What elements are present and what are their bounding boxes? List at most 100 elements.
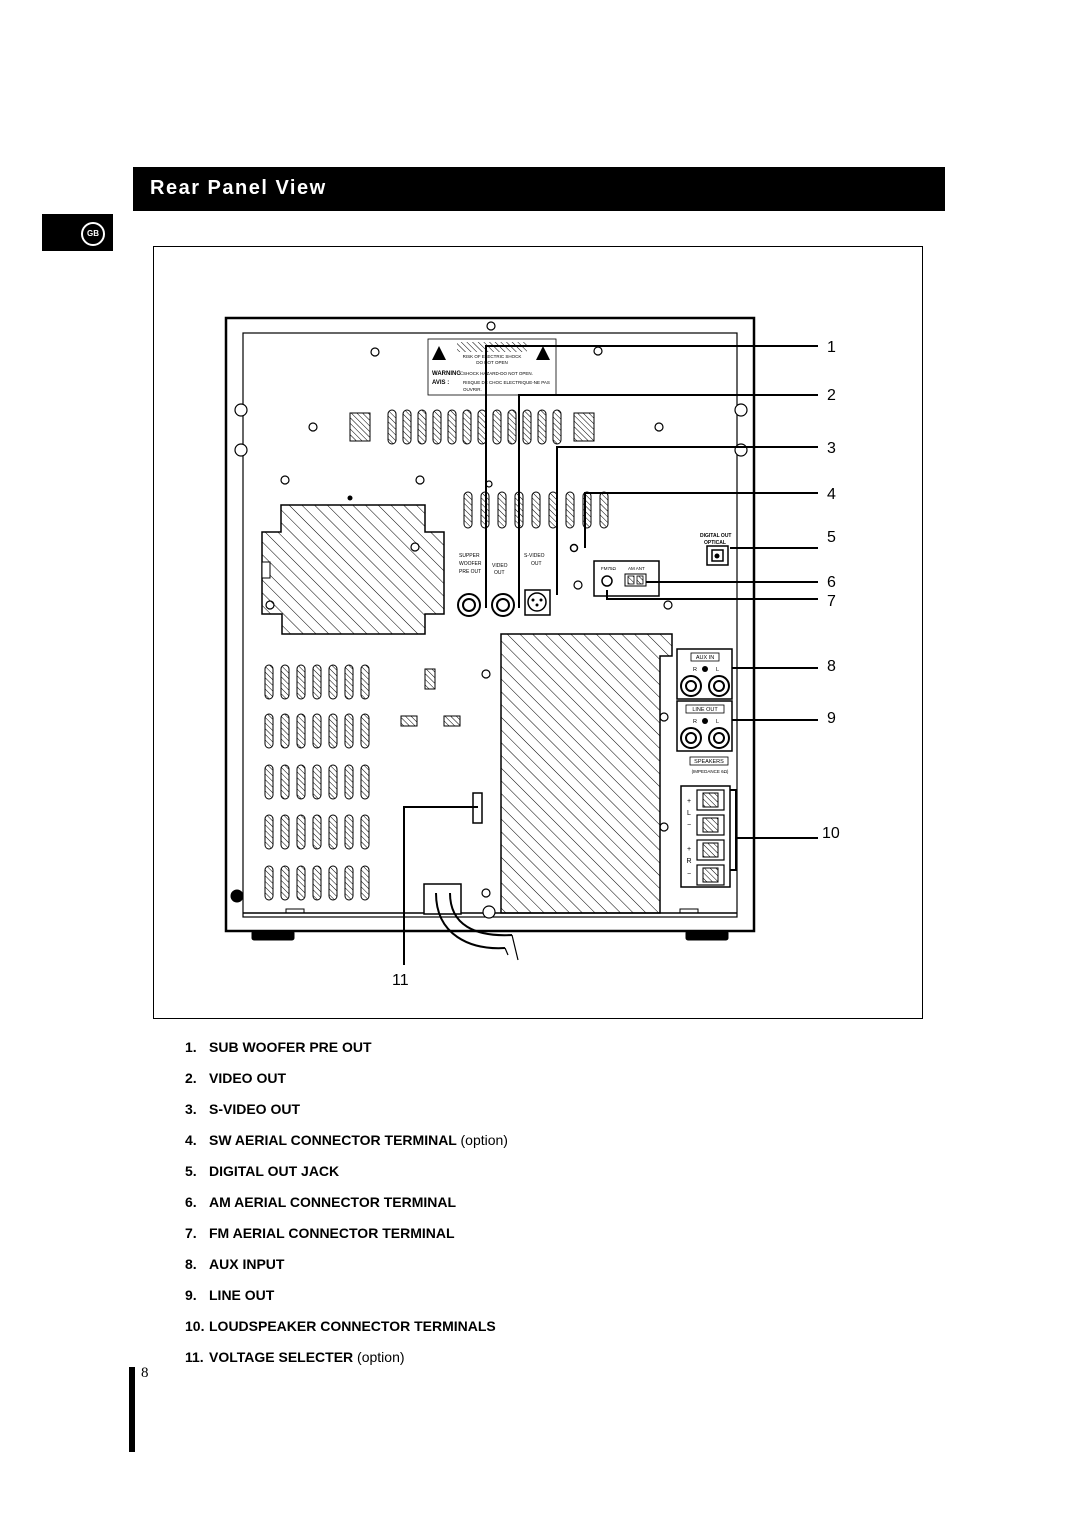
vent-slot (599, 491, 609, 529)
page-marker-bar (129, 1367, 135, 1452)
legend-item-text: SW AERIAL CONNECTOR TERMINAL (209, 1132, 457, 1148)
vent-slot (280, 764, 290, 800)
legend-item-number: 9. (185, 1287, 197, 1303)
callout-number: 2 (827, 387, 836, 404)
callout-number: 4 (827, 486, 836, 503)
legend-item-number: 2. (185, 1070, 197, 1086)
vent-slot (264, 865, 274, 901)
speaker-polarity-mark: R (686, 858, 691, 865)
warning-text: SHOCK HAZARD-DO NOT OPEN. (463, 371, 533, 376)
avis-label-text: AVIS : (432, 380, 449, 386)
vent-slot (296, 865, 306, 901)
antenna-block: FM75Ω AM ANT (593, 560, 660, 597)
legend-item: 1.SUB WOOFER PRE OUT (185, 1038, 508, 1069)
vent-slot (280, 814, 290, 850)
speaker-terminal-clip (702, 792, 719, 808)
aux-r-label: R (693, 667, 697, 673)
speaker-polarity-mark: L (687, 810, 691, 817)
optical-label: OPTICAL (704, 540, 726, 546)
warning-donotopen-text: DO NOT OPEN (476, 360, 507, 365)
legend-item: 6. AM AERIAL CONNECTOR TERMINAL (185, 1193, 508, 1224)
vent-slot (463, 491, 473, 529)
vent-slot (264, 814, 274, 850)
digital-out-label: DIGITAL OUT (700, 533, 731, 539)
legend-item: 2. VIDEO OUT (185, 1069, 508, 1100)
callout-number: 1 (827, 339, 836, 356)
vent-slot (507, 409, 517, 445)
super-woofer-label-3: PRE OUT (459, 569, 481, 575)
aux-in-label: AUX IN (696, 655, 714, 661)
speaker-terminal-clip (702, 817, 719, 833)
right-hatched-panel (500, 633, 673, 914)
legend-item: 9. LINE OUT (185, 1286, 508, 1317)
legend-item-number: 6. (185, 1194, 197, 1210)
vent-slot (360, 865, 370, 901)
vent-slot (387, 409, 397, 445)
vent-slot (328, 664, 338, 700)
section-title: Rear Panel View (150, 177, 327, 199)
legend-item-text: DIGITAL OUT JACK (209, 1163, 340, 1179)
vent-slot (328, 764, 338, 800)
legend-item-number: 5. (185, 1163, 197, 1179)
legend-item-number: 10. (185, 1318, 205, 1334)
legend-item: 10.LOUDSPEAKER CONNECTOR TERMINALS (185, 1317, 508, 1348)
legend-item-text: S-VIDEO OUT (209, 1101, 301, 1117)
callout-number: 3 (827, 440, 836, 457)
aux-line-out: AUX IN R L LINE OUT R L (676, 648, 733, 752)
super-woofer-label-1: SUPPER (459, 553, 480, 559)
legend-item-text: LINE OUT (209, 1287, 275, 1303)
vent-slot (280, 865, 290, 901)
vent-slot (328, 865, 338, 901)
vent-slot (344, 713, 354, 749)
legend-item: 11.VOLTAGE SELECTER (option) (185, 1348, 508, 1379)
vent-slot (264, 764, 274, 800)
vent-slot (296, 764, 306, 800)
legend-item-text: VIDEO OUT (209, 1070, 287, 1086)
hatched-tabs (349, 412, 595, 727)
warning-risk-text: RISK OF ELECTRIC SHOCK (463, 354, 522, 359)
power-cord (423, 883, 519, 961)
callout-number: 9 (827, 710, 836, 727)
legend-item-number: 7. (185, 1225, 197, 1241)
section-header-bar (133, 167, 945, 211)
vent-slot (522, 409, 532, 445)
vent-slot (548, 491, 558, 529)
impedance-label: (IMPEDANCE 6Ω) (692, 769, 729, 774)
vent-slot (264, 664, 274, 700)
callout-number: 5 (827, 529, 836, 546)
legend-item-number: 1. (185, 1039, 197, 1055)
legend-item-text: AM AERIAL CONNECTOR TERMINAL (209, 1194, 457, 1210)
line-out-label: LINE OUT (692, 707, 718, 713)
vent-slot (477, 409, 487, 445)
vent-slot (264, 713, 274, 749)
vent-slot (328, 814, 338, 850)
vent-slot (417, 409, 427, 445)
vent-slot (312, 814, 322, 850)
speaker-terminal-clip (702, 867, 719, 883)
digital-out: DIGITAL OUT OPTICAL (700, 533, 731, 566)
callout-number: 7 (827, 593, 836, 610)
vent-slot (296, 664, 306, 700)
legend-item: 7.FM AERIAL CONNECTOR TERMINAL (185, 1224, 508, 1255)
svideo-label-2: OUT (531, 561, 542, 567)
vent-slot (531, 491, 541, 529)
speakers-label: SPEAKERS (694, 759, 724, 765)
legend-item-text: VOLTAGE SELECTER (209, 1349, 354, 1365)
vent-slot (492, 409, 502, 445)
vent-slot (280, 713, 290, 749)
speaker-polarity-mark: − (687, 822, 691, 829)
legend-item-text: AUX INPUT (209, 1256, 285, 1272)
vent-slot (537, 409, 547, 445)
page-number: 8 (141, 1365, 149, 1381)
vent-slot (402, 409, 412, 445)
legend-item: 8.AUX INPUT (185, 1255, 508, 1286)
video-label-1: VIDEO (492, 563, 508, 569)
vent-slot (344, 814, 354, 850)
vent-slot (296, 713, 306, 749)
super-woofer-label-2: WOOFER (459, 561, 482, 567)
legend-item-number: 3. (185, 1101, 197, 1117)
legend-item-option: (option) (460, 1132, 508, 1148)
